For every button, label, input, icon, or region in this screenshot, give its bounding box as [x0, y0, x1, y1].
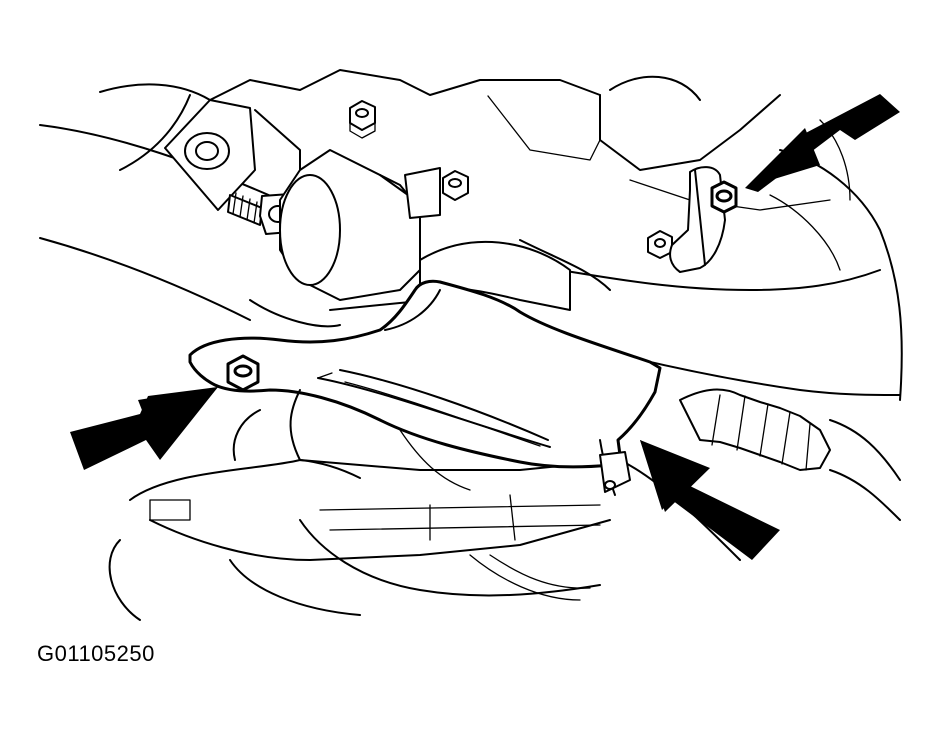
arrow-lower-right [640, 440, 780, 560]
left-bolt [226, 354, 260, 392]
heat-shield [188, 279, 662, 496]
arrow-left [70, 387, 218, 470]
heat-shield-diagram [39, 69, 903, 621]
mount-bracket [164, 99, 301, 235]
engine-mount [249, 149, 441, 328]
bolt-icon [647, 230, 673, 259]
upper-right-bolt [710, 180, 738, 214]
cv-axle-boot [679, 388, 901, 521]
upper-right-strap [669, 166, 738, 273]
background-bolts [349, 100, 673, 259]
transmission-housing [108, 429, 741, 621]
bolt-icon [349, 100, 376, 139]
figure-code: G01105250 [37, 641, 155, 666]
arrow-upper-right [745, 94, 900, 192]
bolt-icon [442, 170, 469, 201]
